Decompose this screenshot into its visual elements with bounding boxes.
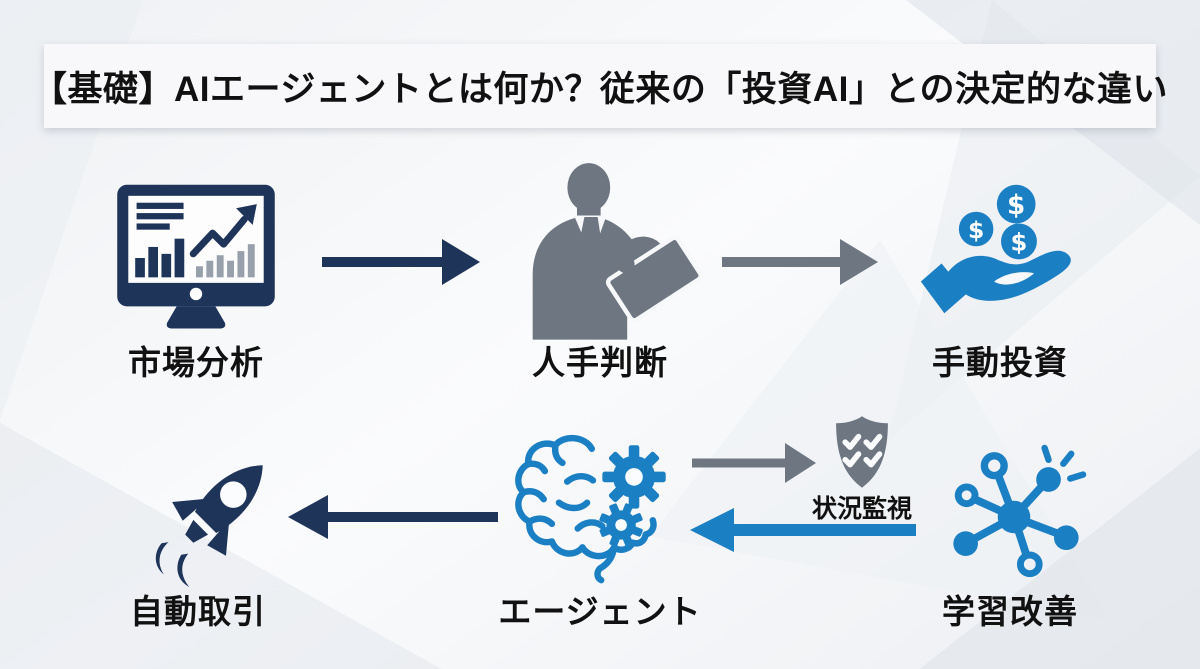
arrow-left-navy-icon — [286, 492, 498, 542]
rocket-icon — [142, 444, 292, 594]
shield-check-icon — [827, 413, 897, 491]
network-icon — [940, 443, 1088, 591]
step-label-agent: エージェント — [498, 593, 702, 630]
title-banner: 【基礎】AIエージェントとは何か？従来の「投資AI」との決定的な違い — [32, 44, 1167, 128]
step-label-market-analysis: 市場分析 — [128, 344, 264, 381]
gear-large — [602, 445, 666, 509]
arrow-right-navy-icon — [322, 236, 482, 288]
arrow-left-blue-icon — [688, 506, 916, 554]
page-title: 【基礎】AIエージェントとは何か？従来の「投資AI」との決定的な違い — [32, 69, 1168, 109]
step-label-auto-trading: 自動取引 — [130, 593, 266, 630]
dollar-glyph: $ — [1007, 191, 1025, 221]
step-label-human-judgment: 人手判断 — [532, 344, 668, 381]
step-label-manual-investment: 手動投資 — [932, 344, 1068, 381]
gear-small — [599, 503, 643, 547]
dollar-glyph: $ — [1011, 228, 1028, 256]
businessman-tablet-icon — [512, 162, 704, 340]
sparkle-lines — [1041, 444, 1087, 482]
arrow-right-gray-small-icon — [692, 441, 818, 485]
arrow-right-gray-icon — [722, 236, 880, 288]
step-label-situation-monitoring: 状況監視 — [811, 495, 912, 523]
dollar-glyph: $ — [968, 216, 984, 244]
step-label-learning-improvement: 学習改善 — [942, 593, 1078, 630]
hand-coins-icon: $ $ $ — [918, 182, 1084, 334]
brain-gears-icon — [512, 430, 688, 586]
monitor-chart-icon — [112, 182, 280, 334]
